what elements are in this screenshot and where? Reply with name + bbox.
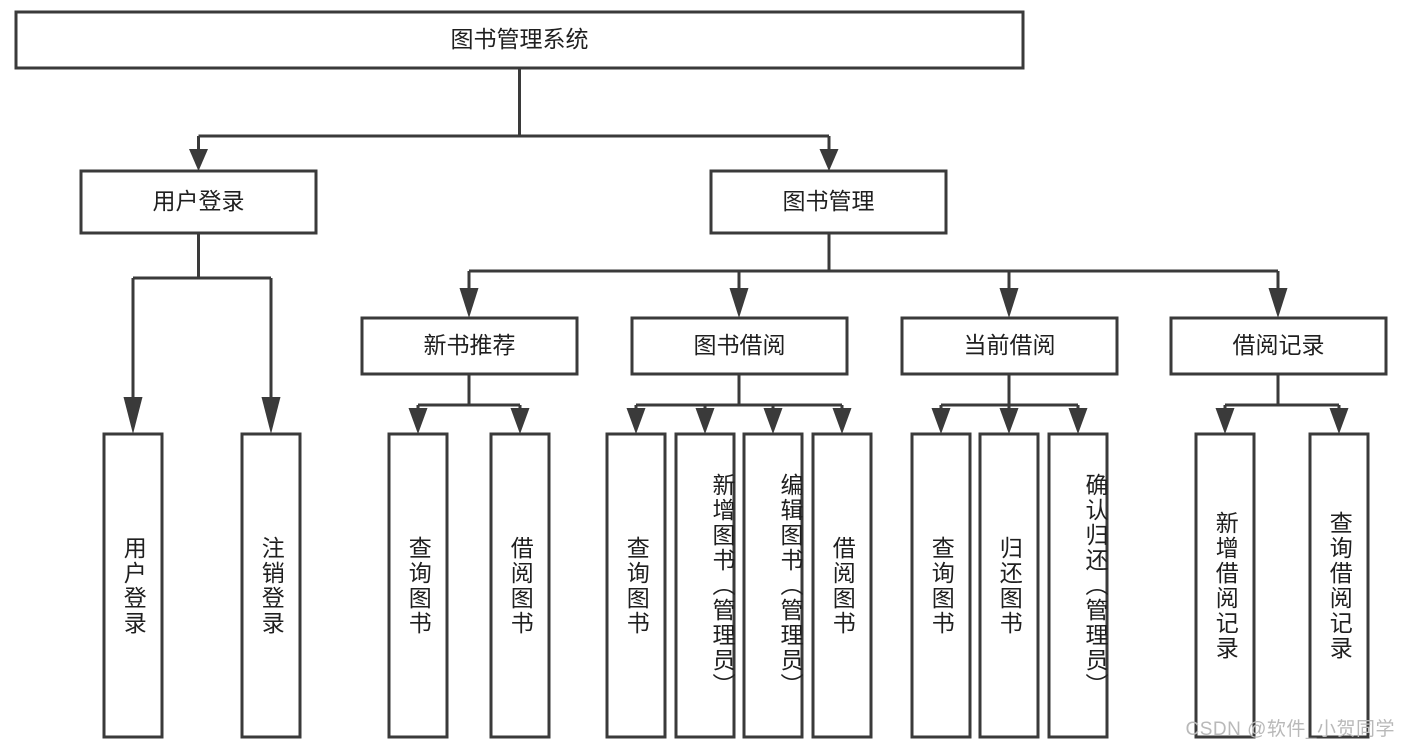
leaf-query-record-box[interactable]: [1308, 432, 1370, 739]
leaf-query-book-2-label: 查询图书: [623, 535, 650, 636]
arrow-head-new-book-recommend: [459, 288, 479, 318]
arrow-head-leaf-return-book: [999, 408, 1019, 434]
leaf-logout-login-label: 注销登录: [258, 535, 285, 636]
leaf-add-book-label: 新增图书（管理员）: [709, 473, 735, 698]
node-new-book-recommend-label: 新书推荐: [424, 332, 516, 358]
arrow-head-book-borrow: [729, 288, 749, 318]
arrow-head-leaf-query-record: [1329, 408, 1349, 434]
leaf-user-login-label: 用户登录: [120, 535, 147, 636]
node-borrow-record[interactable]: 借阅记录: [1169, 316, 1388, 376]
leaf-borrow-book-1-box[interactable]: [489, 432, 551, 739]
arrow-head-leaf-confirm-return: [1068, 408, 1088, 434]
leaf-query-book-1-box[interactable]: [387, 432, 449, 739]
leaf-add-book-box[interactable]: [674, 432, 736, 739]
node-borrow-record-box[interactable]: [1169, 316, 1388, 376]
leaf-borrow-book-1-label: 借阅图书: [507, 535, 534, 636]
connectors-user-login-to-leaves: [123, 233, 281, 434]
arrow-head-leaf-query-book-1: [408, 408, 428, 434]
leaf-return-book-label: 归还图书: [996, 535, 1023, 636]
arrow-head-leaf-logout-login: [261, 397, 281, 434]
leaf-edit-book-label: 编辑图书（管理员）: [777, 473, 803, 698]
node-current-borrow-label: 当前借阅: [964, 332, 1056, 358]
connectors-book-borrow-to-leaves: [626, 374, 852, 434]
node-new-book-recommend-box[interactable]: [360, 316, 579, 376]
leaf-query-record-label: 查询借阅记录: [1326, 510, 1353, 661]
node-new-book-recommend[interactable]: 新书推荐: [360, 316, 579, 376]
connectors-current-borrow-to-leaves: [931, 374, 1088, 434]
arrow-head-leaf-add-book: [695, 408, 715, 434]
arrow-head-leaf-query-book-3: [931, 408, 951, 434]
leaf-user-login-box[interactable]: [102, 432, 164, 739]
leaf-edit-book-box[interactable]: [742, 432, 804, 739]
arrow-head-user-login: [189, 149, 208, 171]
node-book-management-label: 图书管理: [783, 188, 875, 214]
leaf-borrow-book-2-box[interactable]: [811, 432, 873, 739]
leaf-add-record-label: 新增借阅记录: [1212, 510, 1239, 661]
arrow-head-leaf-user-login: [123, 397, 143, 434]
arrow-head-leaf-query-book-2: [626, 408, 646, 434]
node-book-borrow[interactable]: 图书借阅: [630, 316, 849, 376]
connectors-new-book-recommend-to-leaves: [408, 374, 530, 434]
connectors-borrow-record-to-leaves: [1215, 374, 1349, 434]
leaf-query-book-3-box[interactable]: [910, 432, 972, 739]
leaf-query-book-2-box[interactable]: [605, 432, 667, 739]
arrow-head-leaf-borrow-book-2: [832, 408, 852, 434]
node-root-label: 图书管理系统: [451, 26, 589, 52]
node-book-management-box[interactable]: [709, 169, 948, 235]
leaf-confirm-return-box[interactable]: [1047, 432, 1109, 739]
node-root[interactable]: 图书管理系统: [14, 10, 1025, 70]
arrow-head-borrow-record: [1268, 288, 1288, 318]
leaf-borrow-book-2-label: 借阅图书: [829, 535, 856, 636]
leaf-confirm-return-label: 确认归还（管理员）: [1082, 473, 1108, 698]
node-borrow-record-label: 借阅记录: [1233, 332, 1325, 358]
arrow-head-leaf-add-record: [1215, 408, 1235, 434]
leaf-query-book-3-label: 查询图书: [928, 535, 955, 636]
node-book-borrow-label: 图书借阅: [694, 332, 786, 358]
arrow-head-leaf-edit-book: [763, 408, 783, 434]
leaf-add-record-box[interactable]: [1194, 432, 1256, 739]
node-root-box[interactable]: [14, 10, 1025, 70]
arrow-head-book-management: [819, 149, 839, 171]
node-current-borrow[interactable]: 当前借阅: [900, 316, 1119, 376]
leaf-return-book-box[interactable]: [978, 432, 1040, 739]
node-user-login-box[interactable]: [79, 169, 318, 235]
arrow-head-leaf-borrow-book-1: [510, 408, 530, 434]
node-user-login-label: 用户登录: [153, 188, 245, 214]
node-current-borrow-box[interactable]: [900, 316, 1119, 376]
arrow-head-current-borrow: [999, 288, 1019, 318]
connectors-book-management-to-level3: [459, 233, 1288, 318]
node-book-management[interactable]: 图书管理: [709, 169, 948, 235]
leaf-logout-login-box[interactable]: [240, 432, 302, 739]
node-user-login[interactable]: 用户登录: [79, 169, 318, 235]
leaf-boxes: [102, 432, 1370, 739]
csdn-watermark: CSDN @软件_小贺同学: [1185, 719, 1395, 740]
leaf-query-book-1-label: 查询图书: [405, 535, 432, 636]
connectors-root-to-level2: [189, 68, 839, 171]
node-book-borrow-box[interactable]: [630, 316, 849, 376]
